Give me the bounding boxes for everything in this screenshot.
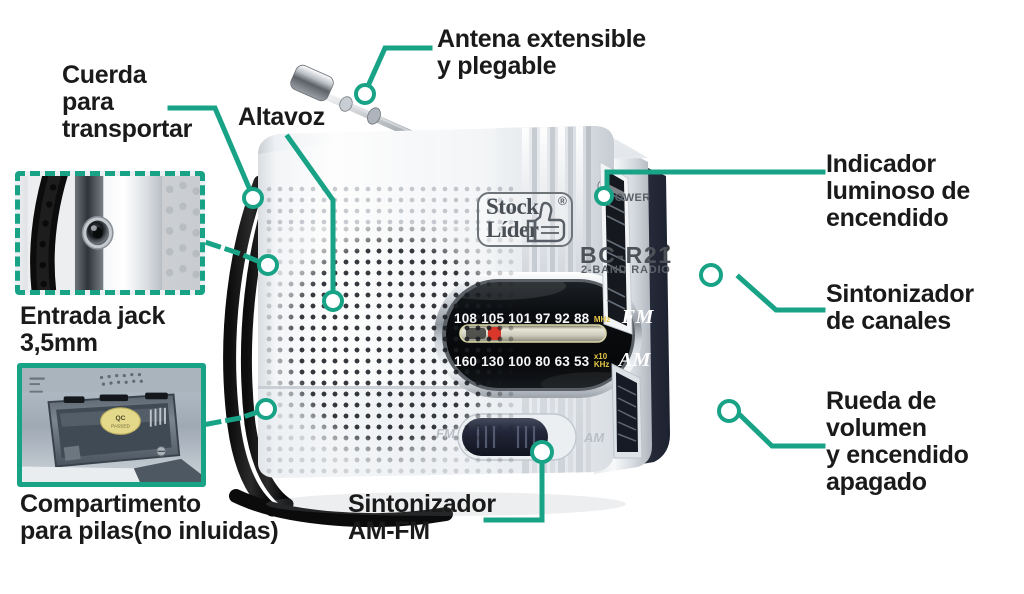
dial-am-row: 160 130 100 80 63 53 x10 KHz AM: [454, 349, 651, 372]
callout-sintonizador-canales: Sintonizador de canales: [826, 280, 974, 335]
inset-battery-compartment: QC PASSED: [17, 363, 206, 487]
brand-logo-text: Stock Líder: [486, 194, 539, 242]
callout-antena: Antena extensible y plegable: [437, 25, 646, 80]
dial-fm-row: 108 105 101 97 92 88 MHz FM: [454, 306, 654, 329]
model-number: BC-R21: [580, 242, 673, 268]
brand-line-2: Líder: [486, 216, 539, 242]
callout-sintonizador-am-fm: Sintonizador AM-FM: [348, 490, 496, 545]
brand-logo-frame: Stock Líder: [477, 192, 573, 247]
dial-am-numbers: 160 130 100 80 63 53: [454, 354, 590, 369]
model-subtitle: 2-BAND RADIO: [581, 264, 671, 276]
inset-jack-image: [20, 176, 200, 290]
inset-headphone-jack: [15, 171, 205, 295]
callout-rueda-volumen: Rueda de volumen y encendido apagado: [826, 387, 969, 496]
registered-mark: ®: [558, 194, 567, 208]
power-label: POWER: [607, 192, 651, 204]
product-photo-radio: Stock Líder ® POWER BC-R21 2-BAND RADIO …: [196, 34, 836, 534]
band-switch-label-am: AM: [584, 430, 605, 445]
band-switch-label-fm: FM: [436, 426, 455, 441]
dial-am-unit-multiplier: x10: [593, 352, 608, 362]
callout-compartimento: Compartimento para pilas(no inluidas): [20, 490, 279, 545]
dial-am-unit: KHz: [593, 360, 610, 369]
callout-altavoz: Altavoz: [238, 103, 325, 131]
dial-fm-unit: MHz: [593, 315, 611, 324]
callout-indicador: Indicador luminoso de encendido: [826, 150, 970, 232]
dial-fm-numbers: 108 105 101 97 92 88: [454, 311, 590, 326]
dial-fm-band: FM: [621, 306, 654, 328]
callout-entrada-jack: Entrada jack 3,5mm: [20, 302, 166, 357]
dial-am-band: AM: [618, 349, 651, 371]
brand-line-1: Stock: [486, 194, 539, 219]
svg-text:PASSED: PASSED: [111, 424, 130, 430]
volume-wheel[interactable]: [611, 363, 643, 459]
svg-text:QC: QC: [116, 415, 126, 422]
callout-cuerda: Cuerda para transportar: [62, 61, 193, 143]
inset-battery-image: QC PASSED: [22, 368, 201, 482]
thumbs-up-icon: [526, 201, 566, 243]
